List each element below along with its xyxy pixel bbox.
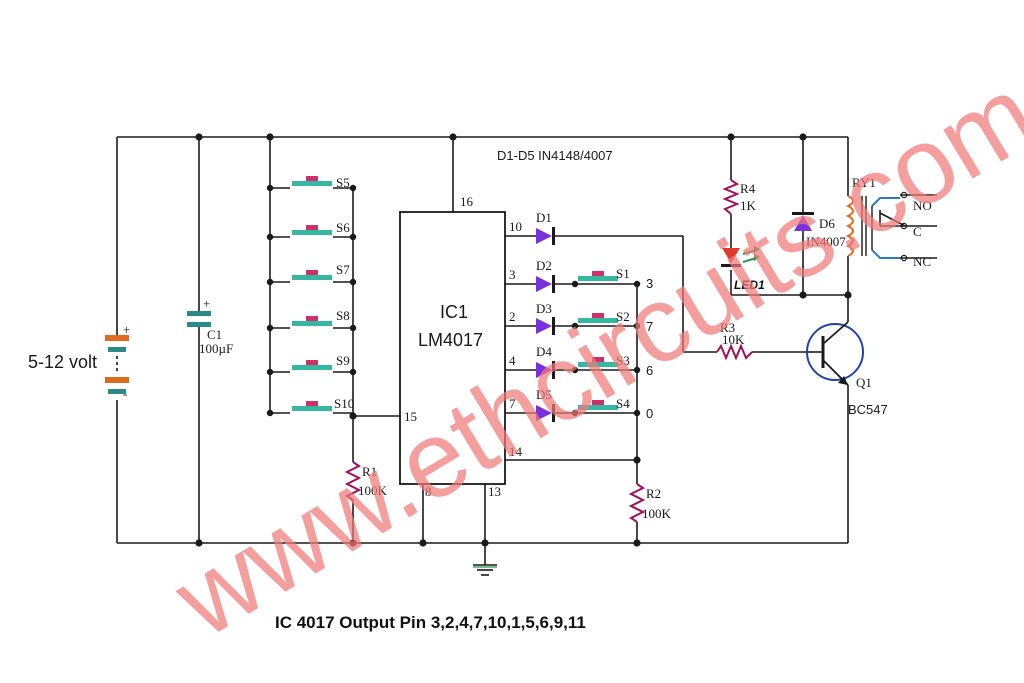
diode-d6: D6 IN4007	[792, 212, 846, 249]
resistor-name: R2	[646, 486, 661, 501]
resistor-value: 100K	[358, 483, 388, 498]
resistor-r4: R4 1K	[722, 179, 757, 215]
pin-3: 3	[509, 267, 516, 282]
relay-no: NO	[913, 198, 932, 213]
transistor-name: Q1	[856, 375, 872, 390]
led1: LED1	[721, 246, 765, 292]
switch-label: S7	[336, 262, 350, 277]
switch-s3: S3	[578, 353, 630, 368]
resistor-r3: R3 10K	[716, 320, 753, 361]
count-label: 0	[646, 406, 653, 421]
right-switches: S1 S2 S3 S4 3 7 6 0	[578, 266, 653, 421]
pin-15: 15	[404, 409, 417, 424]
switch-label: S8	[336, 308, 350, 323]
diode-note: D1-D5 IN4148/4007	[497, 148, 613, 163]
capacitor-value: 100µF	[199, 341, 233, 356]
diode-d2: D2	[536, 258, 555, 293]
capacitor-name: C1	[207, 327, 222, 342]
relay-c: C	[913, 224, 922, 239]
ground-icon	[473, 564, 497, 576]
switch-s5: S5	[270, 175, 353, 190]
count-label: 3	[646, 276, 653, 291]
ic-name: IC1	[440, 302, 468, 322]
relay-label: RY1	[852, 175, 876, 190]
resistor-name: R3	[720, 320, 735, 335]
watermark-text: www.ethcircuits.com	[154, 52, 1024, 660]
battery-minus: -	[123, 386, 127, 401]
switch-label: S6	[336, 220, 350, 235]
resistor-value: 10K	[722, 332, 745, 347]
pin-14: 14	[509, 444, 523, 459]
switch-label: S5	[336, 175, 350, 190]
resistor-r2: R2 100K	[628, 483, 672, 523]
capacitor-c1: + C1 100µF	[187, 296, 233, 356]
switch-label: S1	[616, 266, 630, 281]
transistor-part: BC547	[848, 402, 888, 417]
diode-label: D4	[536, 344, 552, 359]
relay-ry1: RY1 NO C NC	[845, 175, 932, 269]
transistor-q1: Q1 BC547	[806, 321, 888, 417]
diode-d4: D4	[536, 344, 555, 379]
battery-label: 5-12 volt	[28, 352, 97, 372]
pin-4: 4	[509, 353, 516, 368]
wires	[116, 136, 937, 565]
diode-label: D5	[536, 387, 552, 402]
diode-d5: D5	[536, 387, 555, 422]
pin-13: 13	[488, 484, 501, 499]
count-label: 7	[646, 319, 653, 334]
switch-s1: S1	[578, 266, 630, 281]
capacitor-plus: +	[203, 296, 210, 311]
resistor-value: 1K	[740, 198, 757, 213]
switch-s9: S9	[270, 353, 353, 373]
diode-label: D6	[819, 216, 835, 231]
switch-s10: S10	[270, 396, 354, 414]
switch-label: S3	[616, 353, 630, 368]
resistor-name: R1	[362, 464, 377, 479]
resistor-value: 100K	[642, 506, 672, 521]
ic1-chip: IC1 LM4017 16 10 3 2 4 7 14 15 8 13	[399, 194, 523, 499]
pin-2: 2	[509, 309, 516, 324]
pin-10: 10	[509, 219, 522, 234]
left-switches: S5 S6 S7 S8 S9 S10	[270, 175, 354, 414]
relay-nc: NC	[913, 254, 931, 269]
diode-d1: D1	[536, 210, 555, 245]
pin-16: 16	[460, 194, 474, 209]
battery-plus: +	[123, 322, 130, 337]
resistor-name: R4	[740, 181, 756, 196]
diagram-caption: IC 4017 Output Pin 3,2,4,7,10,1,5,6,9,11	[275, 613, 586, 632]
diode-label: D2	[536, 258, 552, 273]
diode-label: D3	[536, 301, 552, 316]
led-label: LED1	[734, 278, 765, 292]
battery: + - 5-12 volt	[28, 322, 130, 401]
switch-s8: S8	[270, 308, 353, 329]
switch-s7: S7	[270, 262, 353, 283]
ic-part: LM4017	[418, 330, 483, 350]
diode-part: IN4007	[806, 234, 846, 249]
switch-label: S10	[334, 396, 354, 411]
count-label: 6	[646, 363, 653, 378]
diodes: D1-D5 IN4148/4007 D1 D2 D3 D4 D5	[497, 148, 613, 422]
pin-8: 8	[425, 484, 432, 499]
switch-label: S9	[336, 353, 350, 368]
junctions	[195, 133, 852, 547]
pin-7: 7	[509, 396, 516, 411]
switch-s6: S6	[270, 220, 353, 238]
switch-label: S4	[616, 396, 630, 411]
diode-d3: D3	[536, 301, 555, 335]
switch-label: S2	[616, 309, 630, 324]
diode-label: D1	[536, 210, 552, 225]
switch-s4: S4	[578, 396, 630, 411]
resistor-r1: R1 100K	[344, 461, 388, 501]
switch-s2: S2	[578, 309, 630, 324]
